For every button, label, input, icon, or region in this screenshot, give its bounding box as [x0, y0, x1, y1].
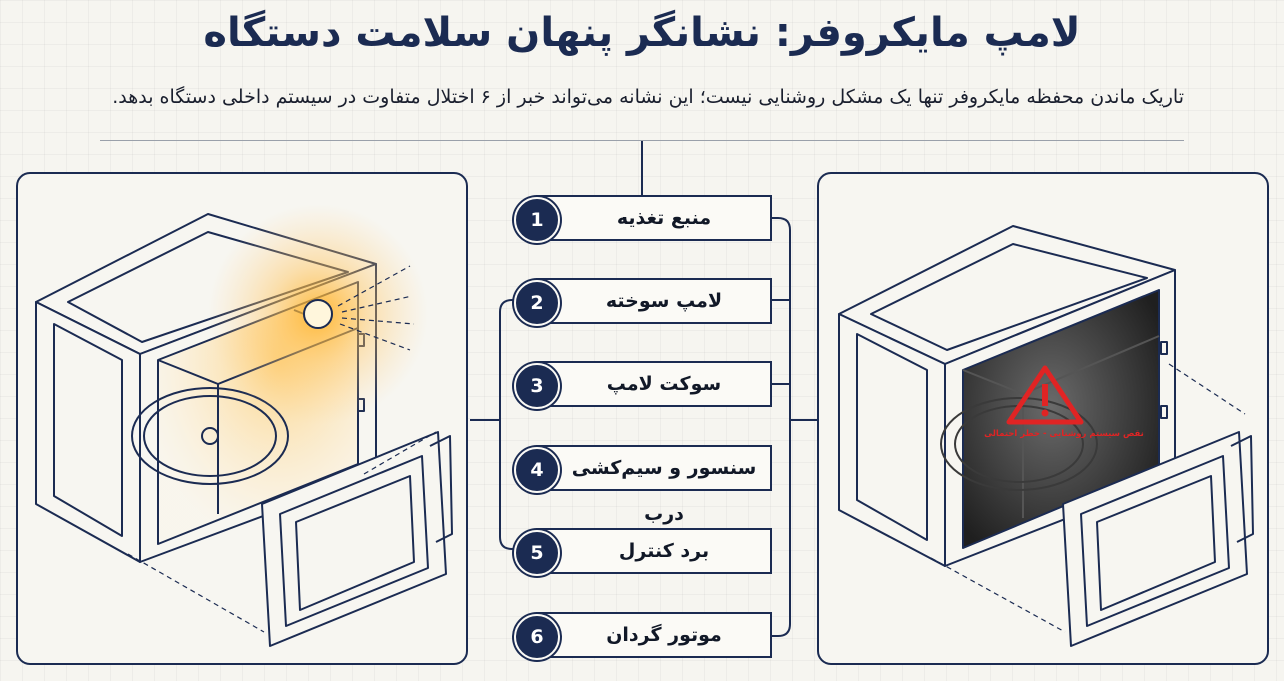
step-label: منبع تغذیه: [616, 207, 712, 229]
step-label: سنسور و سیم‌کشی درب: [571, 457, 757, 525]
step-number-badge: 5: [514, 530, 560, 576]
header-divider: [100, 140, 1184, 141]
cause-step-2: 2 لامپ سوخته: [514, 278, 772, 326]
page-subtitle: تاریک ماندن محفظه مایکروفر تنها یک مشکل …: [112, 86, 1184, 108]
cause-step-box: [536, 195, 772, 241]
step-number-badge: 1: [514, 197, 560, 243]
step-number-badge: 6: [514, 614, 560, 660]
faulty-microwave-panel: نقص سیستم روشنایی - خطر احتمالی: [817, 172, 1269, 665]
cause-step-1: 1 منبع تغذیه: [514, 195, 772, 243]
page-title: لامپ مایکروفر: نشانگر پنهان سلامت دستگاه: [203, 10, 1081, 56]
cause-step-box: [536, 612, 772, 658]
working-microwave-panel: [16, 172, 468, 665]
step-number-badge: 2: [514, 280, 560, 326]
cause-step-box: [536, 361, 772, 407]
warning-triangle-icon: [1006, 365, 1084, 425]
step-label: برد کنترل: [618, 540, 710, 562]
cause-step-6: 6 موتور گردان: [514, 612, 772, 660]
cause-step-box: [536, 278, 772, 324]
cause-step-4: 4 سنسور و سیم‌کشی درب: [514, 445, 772, 525]
step-label: سوکت لامپ: [606, 373, 722, 395]
cause-step-3: 3 سوکت لامپ: [514, 361, 772, 409]
step-label: موتور گردان: [606, 624, 722, 646]
warning-label: نقص سیستم روشنایی - خطر احتمالی: [984, 429, 1144, 439]
cause-step-box: [536, 528, 772, 574]
faulty-microwave-illustration: [838, 225, 1254, 647]
cause-step-5: 5 برد کنترل: [514, 528, 772, 576]
step-label: لامپ سوخته: [605, 290, 723, 312]
working-microwave-illustration: [35, 204, 453, 647]
step-number-badge: 3: [514, 363, 560, 409]
step-number-badge: 4: [514, 447, 560, 493]
